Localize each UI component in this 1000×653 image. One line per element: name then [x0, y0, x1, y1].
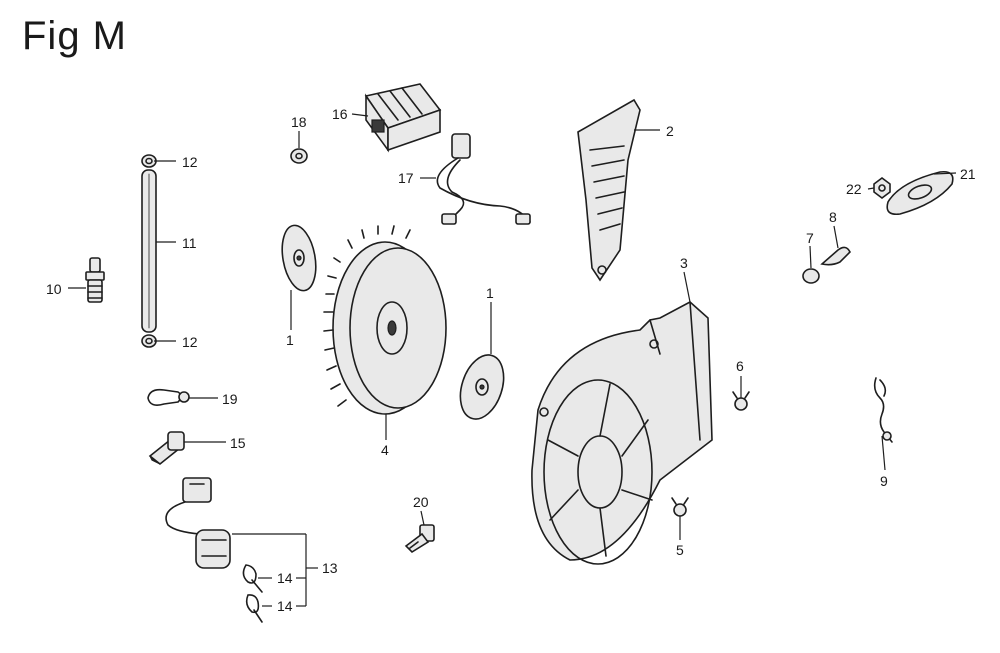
part-17-wire-harness [436, 133, 531, 225]
callout-19: 19 [222, 391, 238, 407]
callout-12-bottom: 12 [182, 334, 198, 350]
callout-22: 22 [846, 181, 862, 197]
callout-13: 13 [322, 560, 338, 576]
callout-11: 11 [182, 235, 197, 251]
callout-16: 16 [332, 106, 348, 122]
callout-5: 5 [676, 542, 684, 558]
part-5-screw [671, 497, 689, 517]
part-21-gasket [886, 170, 954, 216]
callout-8: 8 [829, 209, 837, 225]
callout-18: 18 [291, 114, 307, 130]
part-15-plug [148, 431, 185, 466]
callout-4: 4 [381, 442, 389, 458]
callout-15: 15 [230, 435, 246, 451]
part-16-regulator [364, 83, 442, 153]
part-19-clip [147, 388, 190, 406]
callout-7: 7 [806, 230, 814, 246]
callout-1-left: 1 [286, 332, 294, 348]
part-10-fitting [85, 257, 105, 303]
part-1-hub-plate-right [459, 354, 505, 420]
callout-20: 20 [413, 494, 429, 510]
part-20-bolt [404, 524, 435, 554]
figure-title: Fig M [22, 14, 127, 58]
part-9-wire-clip [873, 377, 893, 443]
callout-10: 10 [46, 281, 62, 297]
callout-1-right: 1 [486, 285, 494, 301]
leader-lines [68, 113, 957, 607]
callout-14-upper: 14 [277, 570, 293, 586]
callout-17: 17 [398, 170, 414, 186]
callout-21: 21 [960, 166, 976, 182]
part-6-screw [732, 391, 750, 411]
callout-12-top: 12 [182, 154, 198, 170]
part-12-clamp-bottom [141, 334, 157, 348]
part-3-fan-cover [531, 301, 713, 565]
part-22-nut [873, 177, 891, 199]
part-12-clamp-top [141, 154, 157, 168]
part-8-pin [820, 246, 851, 266]
part-1-hub-plate-left [281, 224, 317, 292]
part-11-tube [141, 169, 157, 333]
part-13-coil-assembly [165, 477, 231, 569]
part-4-flywheel [323, 225, 447, 415]
callout-2: 2 [666, 123, 674, 139]
callout-labels: 12 11 12 10 19 15 13 14 14 18 16 17 2 1 … [46, 106, 976, 614]
part-18-washer [290, 148, 308, 164]
callout-9: 9 [880, 473, 888, 489]
part-7-cap [802, 268, 820, 284]
part-2-shroud-bracket [577, 98, 641, 282]
part-14-spring-clips [242, 564, 263, 623]
callout-6: 6 [736, 358, 744, 374]
callout-3: 3 [680, 255, 688, 271]
callout-14-lower: 14 [277, 598, 293, 614]
